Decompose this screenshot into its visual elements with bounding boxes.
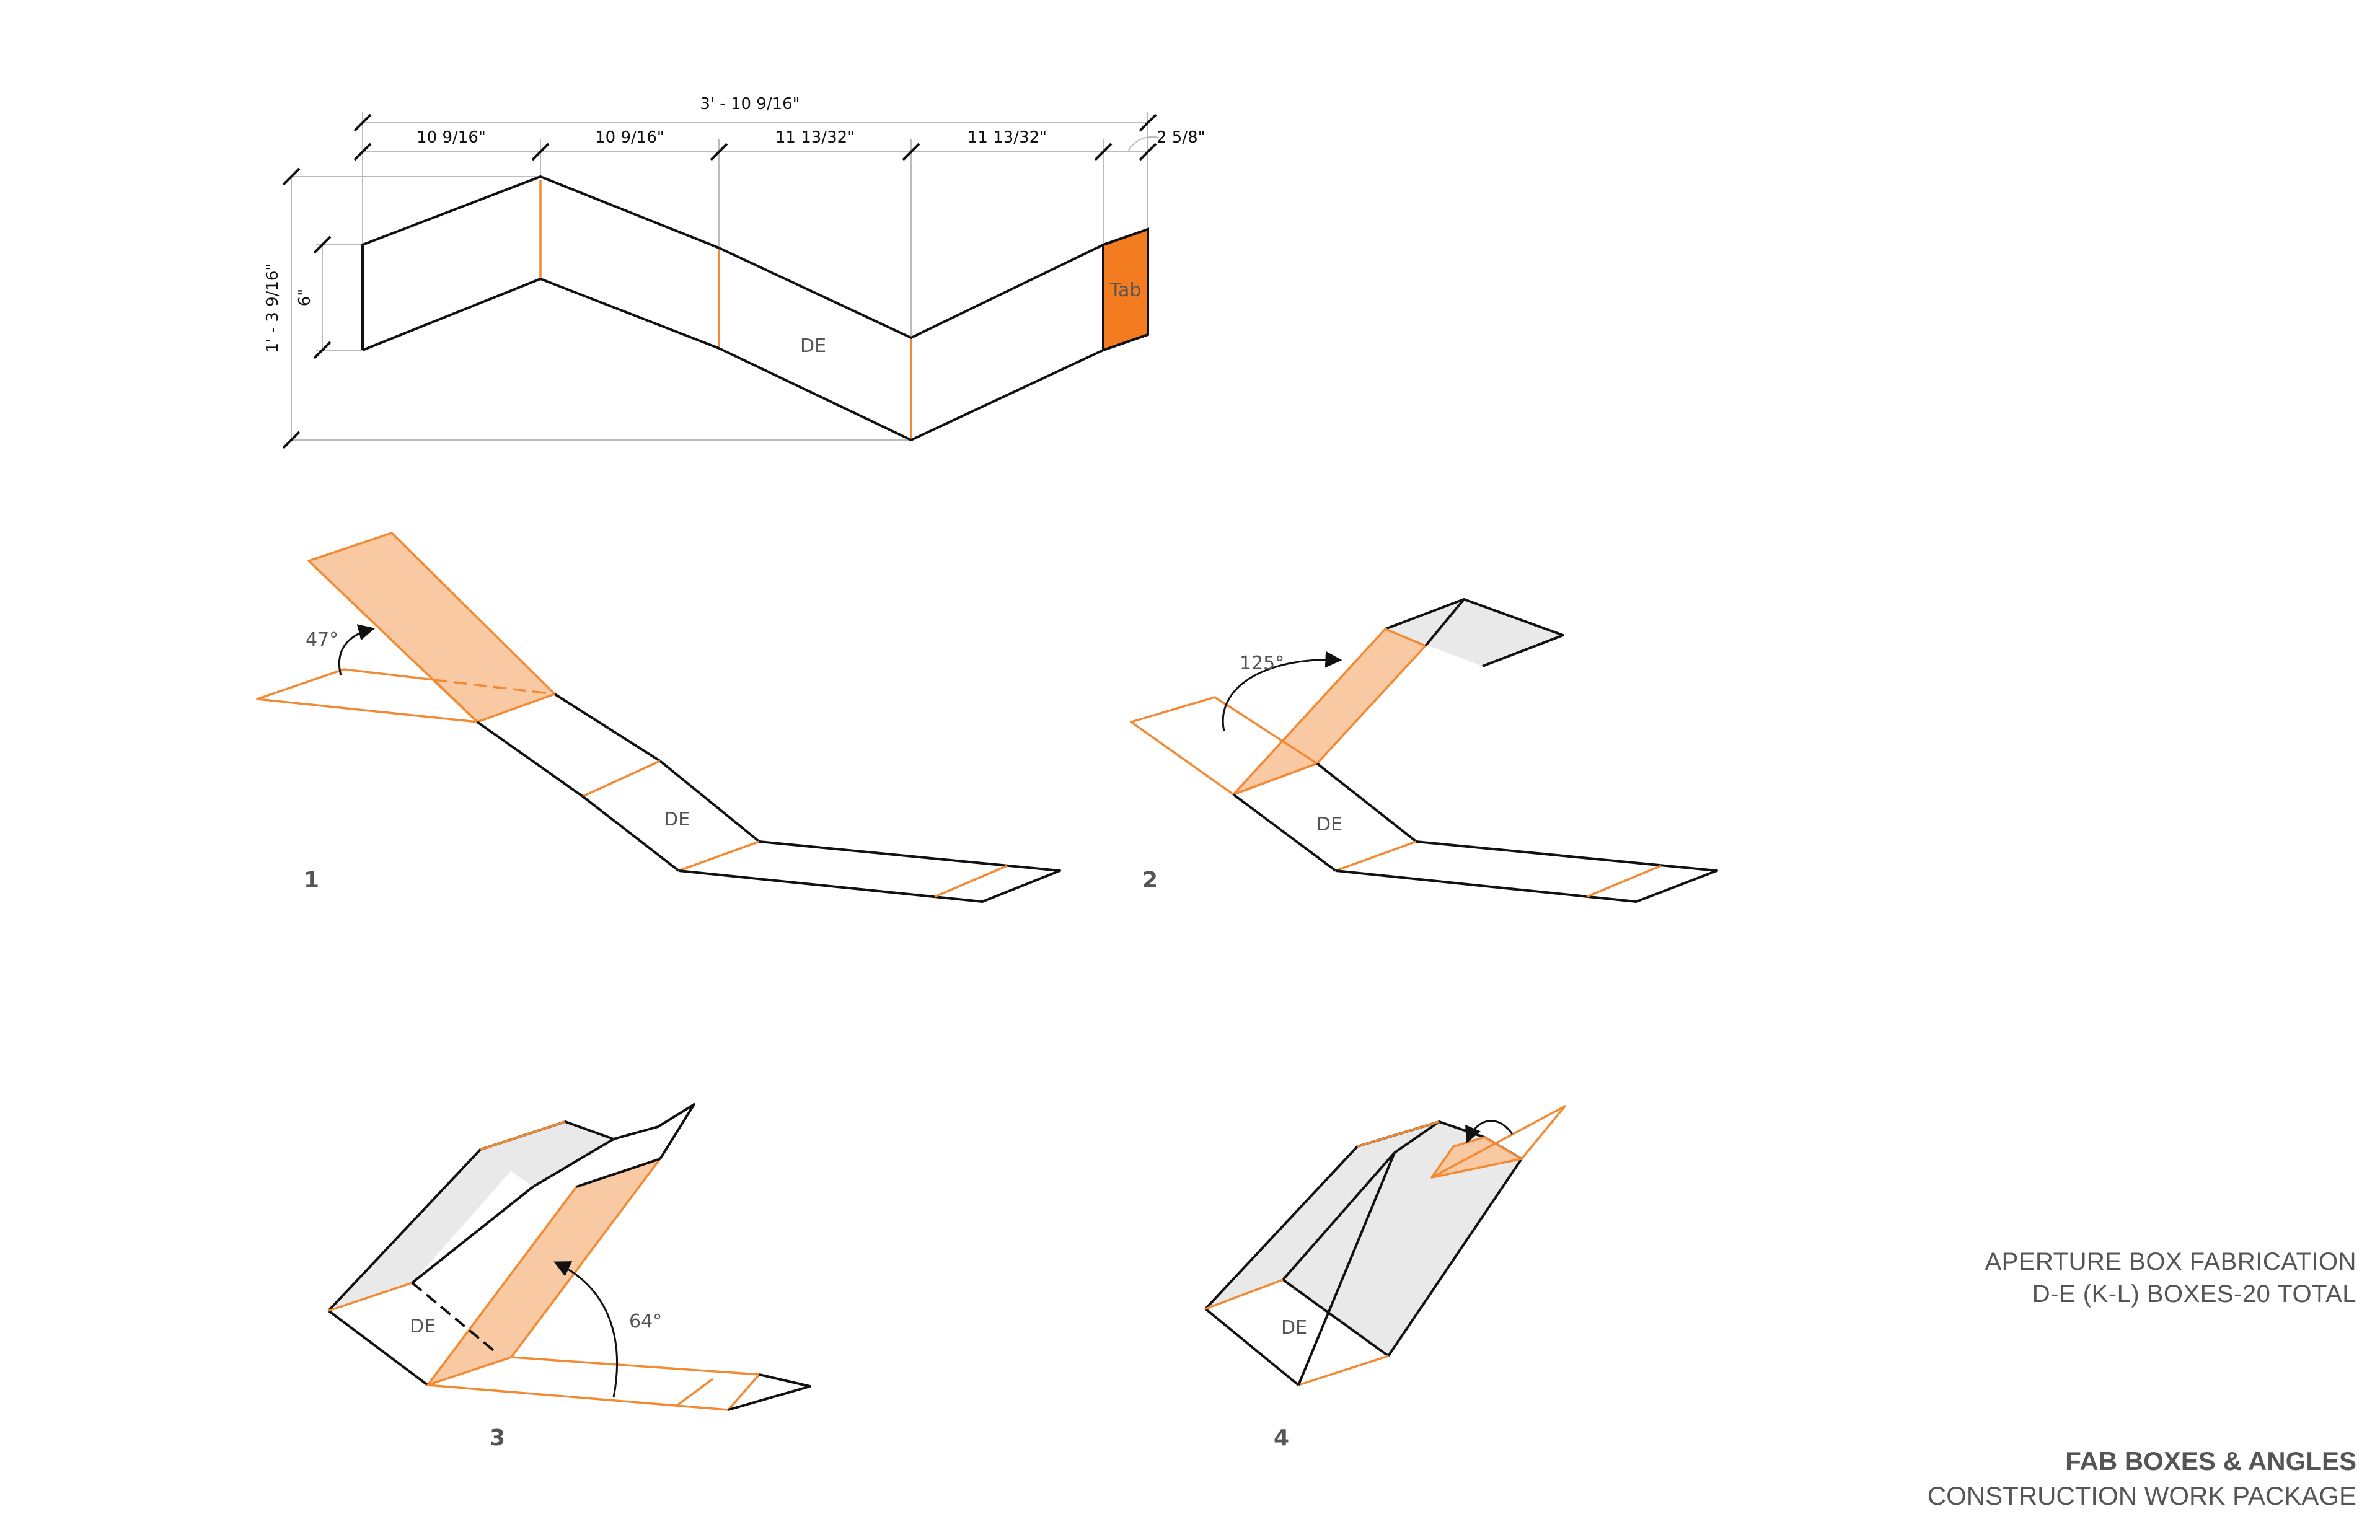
dimension-lines [291, 122, 1160, 440]
step-4-panel-label: DE [1281, 1317, 1307, 1339]
step-2-angle: 125° [1240, 653, 1284, 674]
step-1-folding-panel [307, 532, 556, 723]
dimension-ticks [282, 113, 1157, 449]
overall-height-dimension: 1' - 3 9/16" [263, 263, 282, 353]
step-1-number: 1 [304, 868, 319, 893]
title-block-description: APERTURE BOX FABRICATION D-E (K-L) BOXES… [1985, 1246, 2356, 1310]
step-2-shaded-panel [1385, 599, 1563, 666]
title-line-1: APERTURE BOX FABRICATION [1985, 1248, 2356, 1275]
sheet-subtitle: CONSTRUCTION WORK PACKAGE [1927, 1481, 2356, 1510]
title-line-2: D-E (K-L) BOXES-20 TOTAL [2032, 1280, 2356, 1308]
step-4-number: 4 [1274, 1425, 1289, 1451]
step-4-rotation-arrow [1465, 1120, 1514, 1143]
step-1-angle: 47° [306, 629, 338, 651]
step-2-rotation-arrow [1222, 651, 1342, 732]
step-3-diagram: DE 64° 3 [327, 1103, 811, 1451]
step-3-number: 3 [490, 1425, 505, 1451]
step-2-panel-label: DE [1316, 814, 1342, 835]
flat-pattern: 3' - 10 9/16" 10 9/16" 10 9/16" 11 13/32… [263, 95, 1205, 449]
step-3-angle: 64° [629, 1311, 662, 1332]
strip-height-dimension: 6" [296, 289, 314, 307]
step-1-panel-label: DE [664, 809, 690, 830]
segment-3-dimension: 11 13/32" [775, 128, 855, 147]
flat-pattern-outline-bottom [362, 278, 1148, 441]
fold-lines [539, 180, 912, 439]
sheet-title: FAB BOXES & ANGLES [2065, 1446, 2356, 1476]
step-2-diagram: DE 125° 2 [1130, 598, 1718, 903]
step-4-diagram: DE 4 [1204, 1105, 1566, 1451]
segment-2-dimension: 10 9/16" [595, 128, 664, 147]
tab-label: Tab [1109, 279, 1142, 301]
flat-pattern-outline [361, 175, 1148, 350]
step-3-panel-label: DE [410, 1316, 436, 1337]
dimension-extension-lines [291, 112, 1148, 441]
step-3-rotation-arrow [553, 1261, 619, 1398]
flat-panel-label: DE [800, 335, 826, 357]
step-1-diagram: DE 47° 1 [256, 532, 1061, 903]
title-block-sheet: FAB BOXES & ANGLES CONSTRUCTION WORK PAC… [1928, 1444, 2356, 1513]
overall-width-dimension: 3' - 10 9/16" [700, 95, 800, 113]
tab-width-dimension: 2 5/8" [1157, 128, 1205, 147]
segment-1-dimension: 10 9/16" [416, 128, 486, 147]
segment-4-dimension: 11 13/32" [967, 128, 1047, 147]
step-2-number: 2 [1142, 868, 1158, 893]
step-4-folding-panel [1430, 1136, 1523, 1179]
step-1-rotation-arrow [338, 624, 376, 676]
